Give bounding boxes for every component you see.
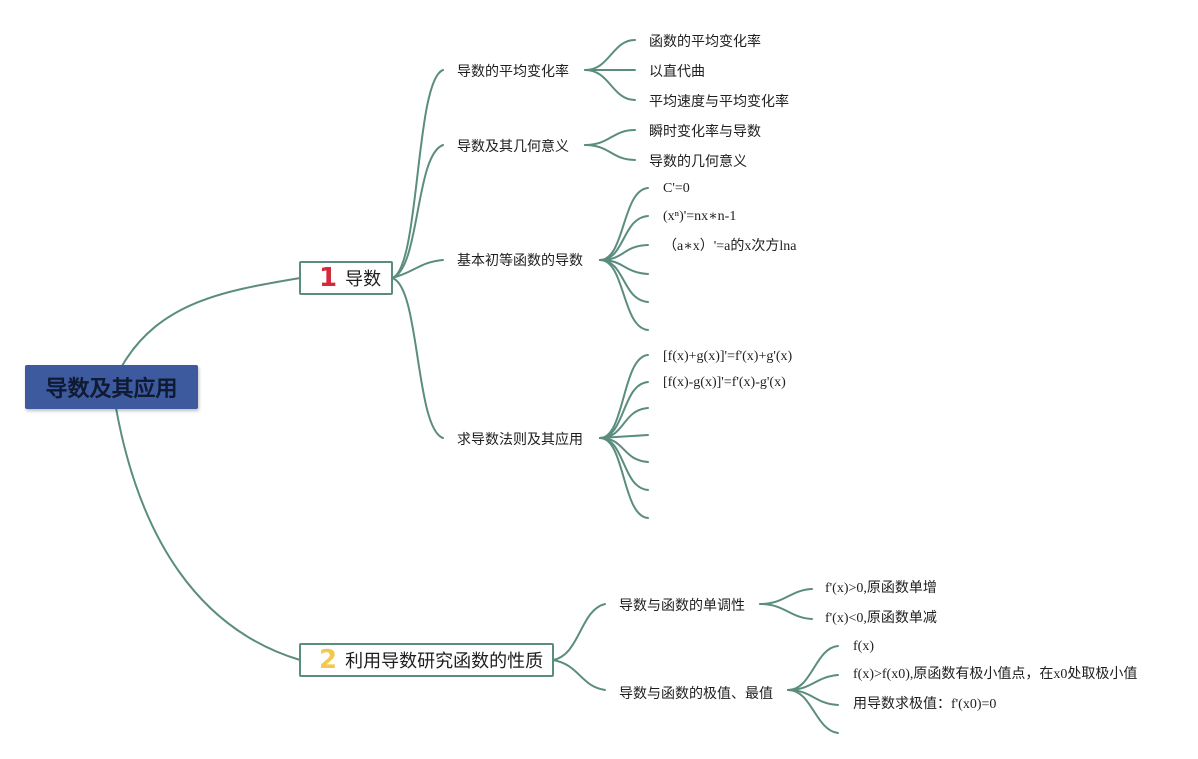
leaf-node[interactable]: （a∗x）'=a的x次方lna [663, 239, 797, 254]
topic-node[interactable]: 基本初等函数的导数 [457, 252, 583, 268]
leaf-node[interactable]: f(x)>f(x0),原函数有极小值点，在x0处取极小值 [853, 667, 1138, 682]
connector-topic4-leaf [599, 354, 649, 439]
connector-branch2-topic1 [552, 603, 606, 661]
branch-number-2: 2 [319, 645, 338, 675]
connector-root-branch1 [121, 277, 301, 367]
connector-root-branch2 [115, 407, 301, 661]
connector-topic3-leaf [599, 187, 649, 261]
connector-topic2-leaf [584, 144, 636, 161]
topic-node[interactable]: 导数与函数的单调性 [619, 597, 745, 613]
connector-branch1-topic4 [391, 277, 444, 439]
leaf-node[interactable]: 以直代曲 [649, 63, 705, 79]
connector-branch1-topic1 [391, 69, 444, 279]
leaf-node[interactable]: f(x) [853, 639, 874, 654]
connector-branch1-topic2 [391, 144, 444, 279]
topic-node[interactable]: 导数与函数的极值、最值 [619, 685, 773, 701]
branch-node-1[interactable]: 1 导数 [299, 261, 393, 295]
topic-node[interactable]: 导数的平均变化率 [457, 63, 569, 79]
topic-node[interactable]: 导数及其几何意义 [457, 138, 569, 154]
leaf-node[interactable]: (xⁿ)'=nx∗n-1 [663, 209, 737, 224]
connector-branch2-topic2 [552, 659, 606, 691]
connector-topic2-leaf [584, 129, 636, 146]
branch-label-1: 导数 [345, 269, 382, 289]
connector-topic4-leaf [599, 437, 649, 491]
connector-b2topic2-leaf [787, 689, 839, 734]
root-node[interactable]: 导数及其应用 [25, 365, 198, 409]
connector-topic1-leaf [584, 69, 636, 101]
branch-label-2: 利用导数研究函数的性质 [345, 651, 544, 671]
branch-number-1: 1 [319, 263, 338, 293]
leaf-node[interactable]: 用导数求极值：f'(x0)=0 [853, 697, 997, 712]
leaf-node[interactable]: 瞬时变化率与导数 [649, 123, 761, 139]
connector-topic1-leaf [584, 39, 636, 71]
connector-branch1-topic3 [391, 259, 444, 279]
connector-topic4-leaf [599, 434, 649, 439]
connector-b2topic1-leaf [759, 588, 813, 605]
connector-topic3-leaf [599, 259, 649, 331]
branch-node-2[interactable]: 2 利用导数研究函数的性质 [299, 643, 554, 677]
leaf-node[interactable]: 平均速度与平均变化率 [649, 93, 789, 109]
leaf-node[interactable]: f'(x)>0,原函数单增 [825, 581, 937, 596]
connector-topic4-leaf [599, 407, 649, 439]
leaf-node[interactable]: C'=0 [663, 181, 690, 196]
leaf-node[interactable]: 函数的平均变化率 [649, 33, 761, 49]
leaf-node[interactable]: 导数的几何意义 [649, 153, 747, 169]
connector-b2topic1-leaf [759, 603, 813, 620]
leaf-node[interactable]: [f(x)+g(x)]'=f'(x)+g'(x) [663, 349, 793, 364]
leaf-node[interactable]: [f(x)-g(x)]'=f'(x)-g'(x) [663, 375, 786, 390]
topic-node[interactable]: 求导数法则及其应用 [457, 431, 583, 447]
leaf-node[interactable]: f'(x)<0,原函数单减 [825, 611, 937, 626]
connector-topic4-leaf [599, 437, 649, 519]
